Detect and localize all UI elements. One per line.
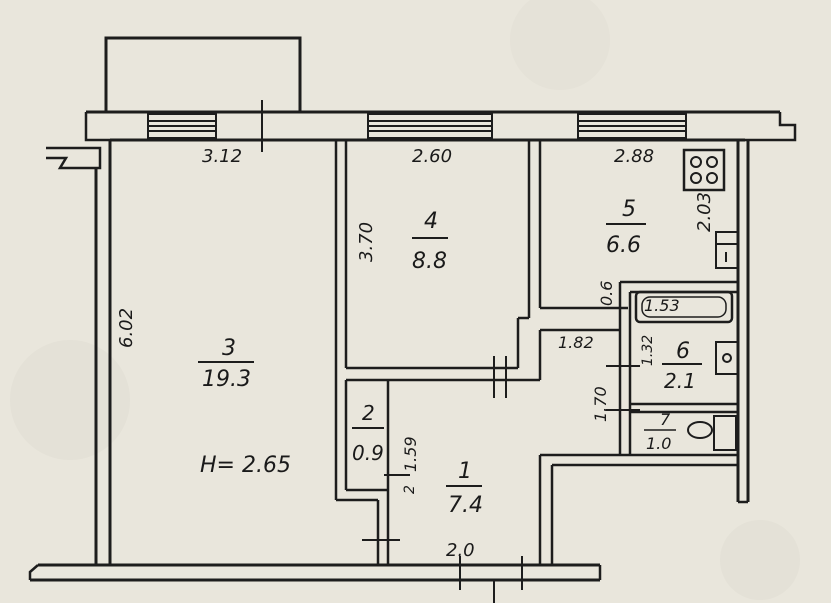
stove-icon	[682, 148, 726, 192]
interior-walls	[334, 140, 738, 603]
room-7-area: 1.0	[646, 434, 671, 453]
window-middle	[367, 113, 493, 139]
dim-room5-width: 2.88	[614, 146, 654, 167]
room-3-area: 19.3	[202, 367, 251, 392]
bathtub-icon	[634, 290, 734, 324]
room-4-number: 4	[424, 209, 438, 234]
dim-room3-depth: 6.02	[116, 308, 137, 348]
room-labels: 3 19.3 4 8.8 5 6.6 6 2.1 7 1.0 2 0.9 1 7…	[198, 197, 702, 518]
windows	[147, 100, 687, 152]
dim-room5-depth: 2.03	[694, 192, 715, 232]
dim-room3-width: 3.12	[202, 146, 242, 167]
kitchen-sink-icon	[715, 231, 739, 269]
room-6-number: 6	[676, 339, 690, 364]
fixtures	[634, 148, 739, 451]
dim-room4-depth: 3.70	[356, 222, 377, 262]
balcony	[104, 36, 302, 112]
dim-corridor-width: 1.82	[558, 333, 594, 352]
room-1-number: 1	[458, 459, 472, 484]
room-5-number: 5	[622, 197, 636, 222]
room-6-area: 2.1	[664, 369, 696, 393]
window-right	[577, 113, 687, 139]
dim-bath-depth: 1.32	[640, 335, 656, 366]
dim-corridor-depth: 1.70	[591, 386, 610, 422]
dim-hall-width: 2.0	[446, 540, 475, 561]
dim-closet-depth: 1.59	[401, 436, 420, 472]
dim-corridor-offset: 0.6	[597, 281, 616, 306]
paper-stains	[10, 0, 800, 600]
outer-walls	[28, 110, 797, 582]
room-4-area: 8.8	[412, 249, 447, 274]
room-3-number: 3	[222, 336, 236, 361]
room-7-number: 7	[660, 410, 671, 429]
dim-closet-width: 2	[402, 485, 418, 494]
dimension-labels: 3.12 2.60 2.88 2.0 1.82 1.53 6.02 3.70 2…	[116, 146, 715, 561]
room-2-area: 0.9	[352, 441, 384, 465]
room-5-area: 6.6	[606, 233, 641, 258]
dim-room4-width: 2.60	[412, 146, 452, 167]
room-1-area: 7.4	[448, 493, 483, 518]
dim-bath-width: 1.53	[644, 296, 680, 315]
window-left	[147, 113, 217, 139]
bath-sink-icon	[715, 341, 739, 375]
toilet-icon	[687, 415, 737, 451]
room-2-number: 2	[362, 401, 375, 425]
ceiling-height: H= 2.65	[200, 453, 291, 478]
